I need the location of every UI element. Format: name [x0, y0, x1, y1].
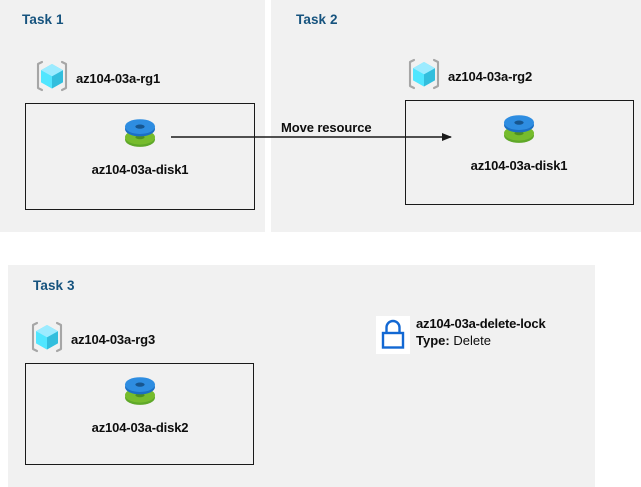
resource-label: az104-03a-disk2 [91, 420, 189, 435]
delete-lock-node[interactable]: az104-03a-delete-lock Type: Delete [376, 316, 546, 359]
resource-group-cube-icon [33, 57, 71, 100]
resource-group-az104-03a-rg1[interactable]: az104-03a-rg1 [33, 57, 160, 100]
resource-az104-03a-disk2[interactable]: az104-03a-disk2 [78, 372, 202, 435]
panel-task-1 [0, 0, 265, 232]
resource-group-cube-icon [28, 318, 66, 361]
move-resource-label: Move resource [281, 120, 372, 135]
panel-task-2 [271, 0, 641, 232]
managed-disk-icon [120, 372, 160, 417]
delete-lock-text: az104-03a-delete-lock Type: Delete [416, 316, 546, 349]
delete-lock-type-label: Type: [416, 332, 450, 348]
resource-az104-03a-disk1-source[interactable]: az104-03a-disk1 [78, 114, 202, 177]
panel-task-1-title: Task 1 [22, 12, 64, 27]
resource-group-label: az104-03a-rg1 [76, 71, 161, 86]
resource-az104-03a-disk1-target[interactable]: az104-03a-disk1 [457, 110, 581, 173]
resource-group-label: az104-03a-rg3 [71, 332, 156, 347]
delete-lock-name: az104-03a-delete-lock [416, 316, 546, 331]
resource-box-task-3 [25, 363, 254, 465]
resource-box-task-2 [405, 100, 634, 205]
resource-label: az104-03a-disk1 [470, 158, 568, 173]
resource-group-az104-03a-rg2[interactable]: az104-03a-rg2 [405, 55, 532, 98]
panel-task-3 [8, 265, 595, 487]
resource-group-az104-03a-rg3[interactable]: az104-03a-rg3 [28, 318, 155, 361]
managed-disk-icon [499, 110, 539, 155]
resource-box-task-1 [25, 103, 255, 210]
panel-task-2-title: Task 2 [296, 12, 338, 27]
resource-label: az104-03a-disk1 [91, 162, 189, 177]
delete-lock-type: Type: Delete [416, 333, 545, 349]
panel-task-3-title: Task 3 [33, 278, 75, 293]
resource-group-cube-icon [405, 55, 443, 98]
delete-lock-icon [376, 316, 410, 359]
delete-lock-type-value: Delete [453, 332, 491, 348]
resource-group-label: az104-03a-rg2 [448, 69, 533, 84]
managed-disk-icon [120, 114, 160, 159]
